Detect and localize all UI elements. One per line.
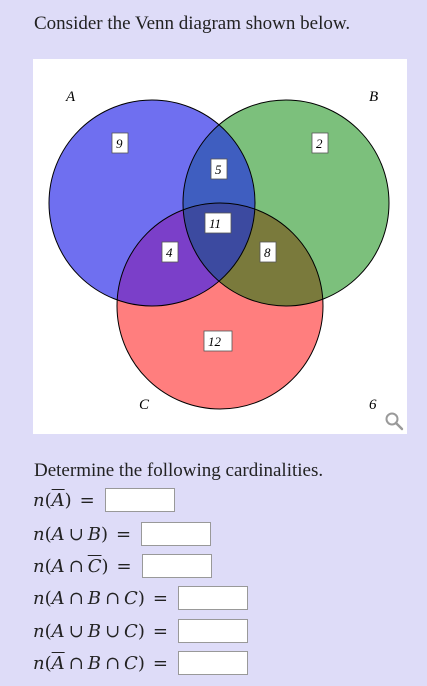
answer-input-1[interactable]	[104, 488, 175, 512]
set-c-label: C	[139, 397, 150, 413]
region-c-only-value: 12	[208, 334, 222, 349]
region-a-only-value: 9	[116, 136, 123, 151]
expr-a-intersect-b-intersect-c: n(A∩B∩C)	[33, 587, 145, 609]
answer-input-4[interactable]	[177, 586, 248, 610]
cardinality-row-5: n(A∪B∪C) =	[33, 619, 248, 643]
answer-input-3[interactable]	[141, 554, 212, 578]
cardinality-row-2: n(A∪B) =	[33, 522, 212, 546]
answer-input-2[interactable]	[141, 522, 212, 546]
cardinality-row-6: n(A∩B∩C) =	[33, 651, 248, 675]
venn-diagram: A B C 9 2 5 11 4 8 12 6	[33, 59, 407, 434]
cardinality-row-1: n(A) =	[33, 488, 175, 512]
answer-input-5[interactable]	[177, 619, 248, 643]
region-bc-only-value: 8	[264, 245, 271, 260]
magnifier-icon[interactable]	[384, 411, 404, 431]
expr-a-intersect-complement-c: n(A∩C)	[33, 555, 109, 577]
cardinality-row-3: n(A∩C) =	[33, 554, 212, 578]
outside-value: 6	[369, 397, 377, 413]
expr-a-union-b: n(A∪B)	[33, 523, 108, 545]
answer-input-6[interactable]	[177, 651, 248, 675]
expr-complement-a: n(A)	[33, 489, 72, 511]
expr-a-union-b-union-c: n(A∪B∪C)	[33, 620, 145, 642]
set-a-label: A	[65, 89, 76, 105]
cardinality-row-4: n(A∩B∩C) =	[33, 586, 248, 610]
prompt-text: Determine the following cardinalities.	[34, 460, 324, 481]
question-text: Consider the Venn diagram shown below.	[34, 13, 351, 34]
region-ac-only-value: 4	[166, 245, 173, 260]
expr-complement-a-intersect-b-intersect-c: n(A∩B∩C)	[33, 652, 145, 674]
region-ab-only-value: 5	[215, 162, 222, 177]
region-abc-value: 11	[209, 216, 221, 231]
set-b-label: B	[369, 89, 378, 105]
region-b-only-value: 2	[316, 136, 323, 151]
